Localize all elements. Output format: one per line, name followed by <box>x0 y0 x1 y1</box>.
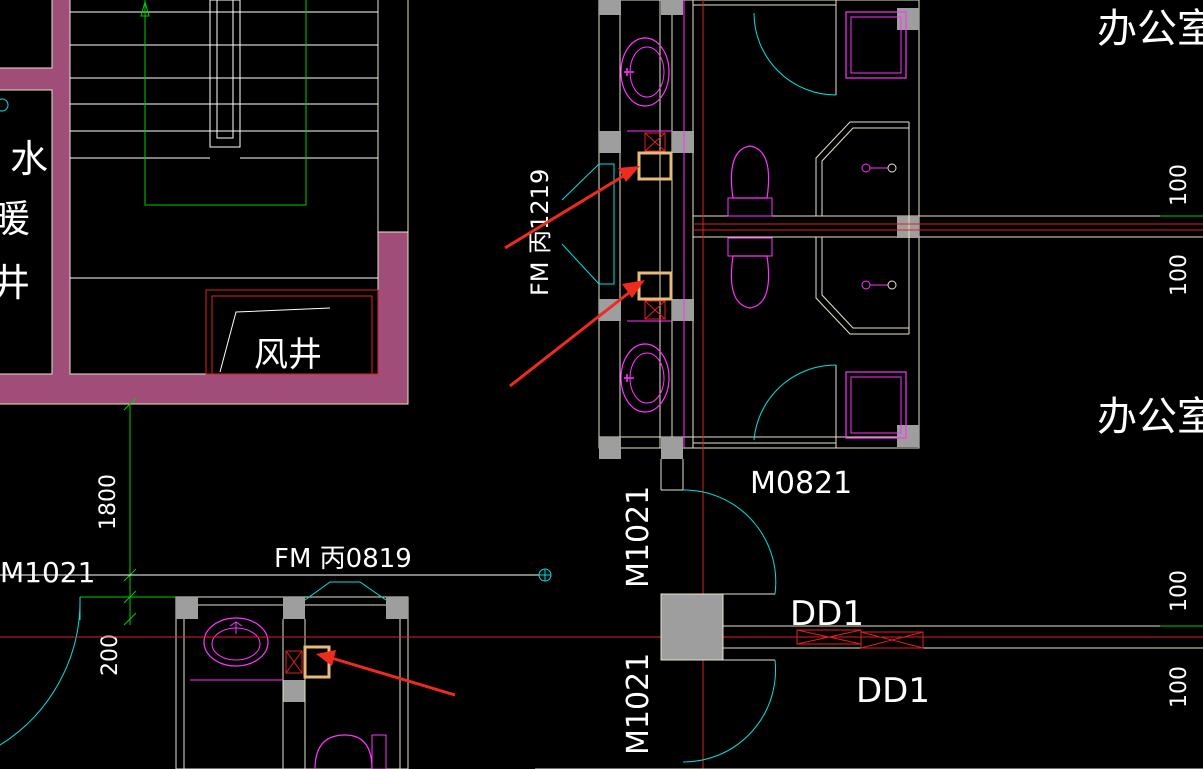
door-label-m1021-upper: M1021 <box>621 486 656 588</box>
corridor-doors: M1021 M1021 DD1 DD1 <box>535 459 1203 769</box>
door-swing-arc <box>753 12 837 96</box>
mop-sink-icon <box>845 11 907 79</box>
stair-up-arrow-icon <box>140 0 150 17</box>
dim-right-3: 100 <box>1167 570 1192 612</box>
lower-left-toilet: M1021 FM 丙0819 <box>0 544 552 769</box>
room-label-office-mid: 办公室 <box>1097 394 1203 440</box>
dimension-lines: 1800 200 <box>80 397 185 676</box>
opening-dd1 <box>860 631 924 649</box>
dim-right-2: 100 <box>1167 254 1192 296</box>
toilet-icon <box>730 255 770 309</box>
shaft-char-2: 暖 <box>0 197 30 241</box>
opening-label-dd1-upper: DD1 <box>790 594 864 634</box>
stair-well <box>209 0 241 148</box>
column <box>176 597 198 619</box>
dim-1800: 1800 <box>96 474 121 530</box>
wash-basin-icon <box>203 617 269 667</box>
dim-right-1: 100 <box>1167 164 1192 206</box>
wall-horizontal-top-left <box>0 68 70 90</box>
column <box>660 593 724 661</box>
wall-vertical-left <box>52 0 70 392</box>
air-shaft-label: 风井 <box>254 335 322 375</box>
toilet-icon <box>314 734 373 769</box>
annotation-arrows <box>316 166 645 697</box>
dim-right-4: 100 <box>1167 666 1192 708</box>
column <box>283 680 305 702</box>
shaft-char-1: 水 <box>10 137 48 181</box>
column <box>386 597 408 619</box>
riser-circle-icon <box>0 98 9 112</box>
arrow-head-icon <box>622 280 645 298</box>
stair-boundary <box>144 0 307 206</box>
stair-treads <box>70 11 378 279</box>
toilet-core: FM 丙1219 M0821 <box>526 0 1203 501</box>
stair-shaft-block: 风井 水 暖 井 <box>0 0 409 405</box>
door-label-fm-0819: FM 丙0819 <box>274 544 412 574</box>
dim-200: 200 <box>98 634 123 676</box>
column <box>283 597 305 619</box>
opening-label-dd1-lower: DD1 <box>856 671 930 711</box>
door-label-m0821: M0821 <box>750 466 852 501</box>
wash-basin-icon <box>620 343 670 413</box>
room-label-office-top: 办公室 <box>1097 6 1203 52</box>
toilet-icon <box>730 145 770 199</box>
shaft-char-3: 井 <box>0 261 30 305</box>
door-swing-arc <box>753 364 837 441</box>
fire-damper-icon <box>637 151 673 181</box>
arrow-head-icon <box>316 650 336 666</box>
wash-basin-icon <box>620 37 670 107</box>
arrow-head-icon <box>618 166 640 182</box>
door-label-m1021-lower: M1021 <box>621 653 656 755</box>
mop-sink-icon <box>845 371 907 439</box>
wall-vertical-right <box>378 232 408 404</box>
wall-horizontal-bottom <box>0 374 408 404</box>
door-label-m1021-left: M1021 <box>0 556 95 589</box>
right-annotations: 办公室 办公室 100 100 100 100 <box>1097 6 1203 708</box>
